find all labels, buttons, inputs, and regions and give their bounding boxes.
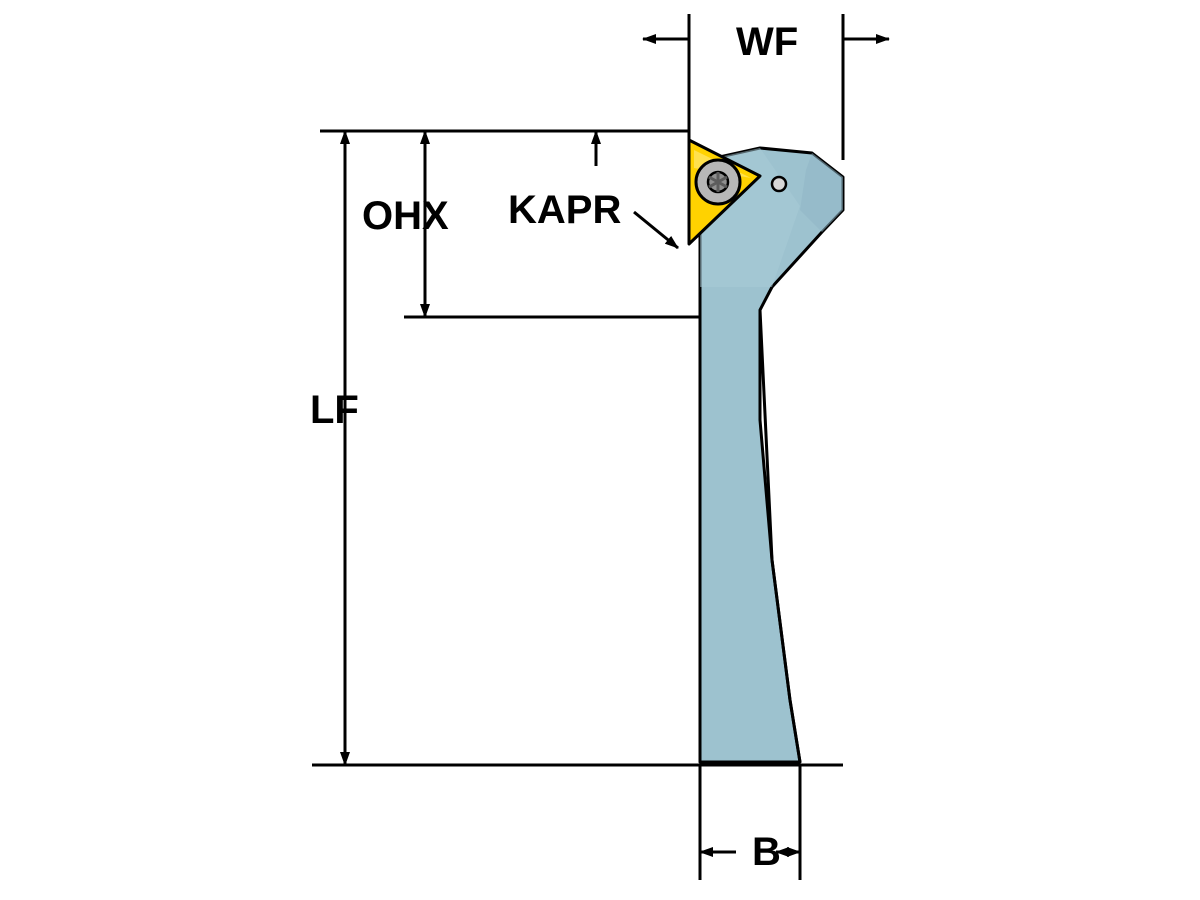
label-ohx: OHX bbox=[362, 194, 449, 238]
dimension-arrows bbox=[340, 34, 890, 857]
label-b: B bbox=[752, 830, 781, 874]
tool-holder-body bbox=[698, 146, 845, 764]
cutting-insert bbox=[687, 138, 788, 246]
label-wf: WF bbox=[736, 20, 799, 64]
label-kapr: KAPR bbox=[508, 188, 622, 232]
label-lf: LF bbox=[310, 388, 359, 432]
kapr-leader bbox=[633, 210, 679, 250]
